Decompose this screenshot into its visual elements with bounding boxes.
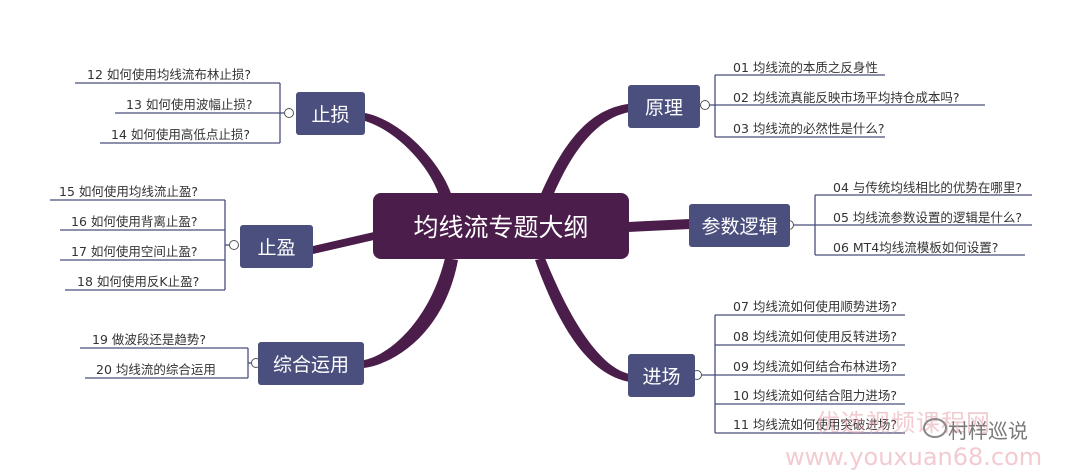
wechat-icon [923,418,947,438]
leaf-04[interactable]: 04 与传统均线相比的优势在哪里? [833,180,1023,195]
leaf-06[interactable]: 06 MT4均线流模板如何设置? [833,240,999,255]
leaf-11[interactable]: 11 均线流如何使用突破进场? [733,417,898,432]
leaf-20[interactable]: 20 均线流的综合运用 [96,362,216,377]
branch-zonghe[interactable]: 综合运用 [258,342,364,385]
leaf-17[interactable]: 17 如何使用空间止盈? [71,244,198,259]
branch-zhiying[interactable]: 止盈 [240,225,313,268]
branch-jinchang[interactable]: 进场 [628,354,695,397]
leaf-03[interactable]: 03 均线流的必然性是什么? [733,121,885,136]
leaf-07[interactable]: 07 均线流如何使用顺势进场? [733,299,898,314]
leaf-08[interactable]: 08 均线流如何使用反转进场? [733,329,898,344]
leaf-19[interactable]: 19 做波段还是趋势? [92,332,207,347]
leaf-18[interactable]: 18 如何使用反K止盈? [77,274,200,289]
leaf-14[interactable]: 14 如何使用高低点止损? [111,127,251,142]
connector-circle [229,240,239,250]
leaf-12[interactable]: 12 如何使用均线流布林止损? [87,67,252,82]
leaf-13[interactable]: 13 如何使用波幅止损? [126,97,253,112]
leaf-16[interactable]: 16 如何使用背离止盈? [71,214,198,229]
connector-circle [700,100,710,110]
branch-canshu[interactable]: 参数逻辑 [689,204,790,247]
watermark-wechat-account: 村样巡说 [948,419,1028,443]
leaf-02[interactable]: 02 均线流真能反映市场平均持仓成本吗? [733,90,960,105]
branch-yuanli[interactable]: 原理 [628,85,700,128]
center-topic[interactable]: 均线流专题大纲 [373,193,629,259]
leaf-10[interactable]: 10 均线流如何结合阻力进场? [733,388,898,403]
leaf-15[interactable]: 15 如何使用均线流止盈? [59,184,199,199]
connector-circle [284,108,294,118]
leaf-01[interactable]: 01 均线流的本质之反身性 [733,60,878,75]
leaf-05[interactable]: 05 均线流参数设置的逻辑是什么? [833,210,1023,225]
leaf-09[interactable]: 09 均线流如何结合布林进场? [733,359,898,374]
watermark-url: www.youxuan68.com [785,443,1043,471]
watermark-site-name: 优选视频课程网 [816,409,991,437]
branch-zhisun[interactable]: 止损 [296,92,365,135]
